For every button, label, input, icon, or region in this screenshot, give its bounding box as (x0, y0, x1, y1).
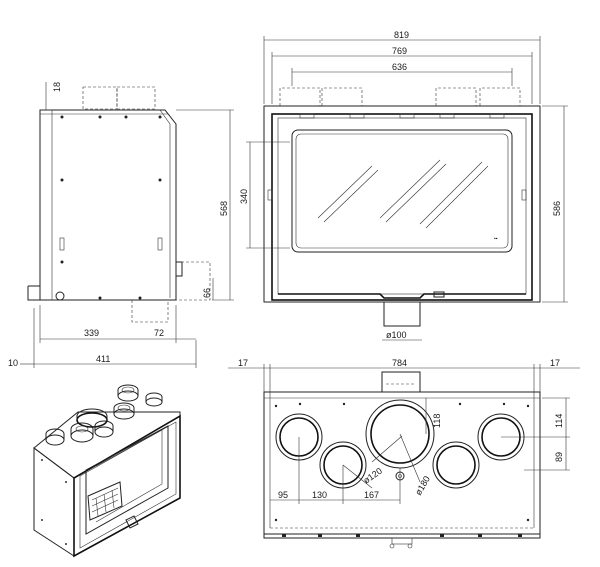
dim-side-base: 66 (202, 288, 212, 298)
iso-handle (125, 515, 139, 529)
dim-side-top-offset: 18 (52, 82, 62, 92)
dim-side-height: 568 (219, 201, 229, 216)
dim-side-depth: 339 (84, 328, 99, 338)
dim-top-right-offset2: 89 (554, 452, 564, 462)
dim-top-right-offset: 114 (554, 414, 564, 428)
front-bottom-duct (383, 302, 421, 327)
top-body-outline (263, 391, 541, 535)
dim-front-height: 586 (552, 201, 562, 216)
front-frame-outer (263, 105, 541, 303)
dim-front-diameter: ø100 (386, 330, 407, 340)
isometric-view (33, 384, 181, 558)
dim-top-right-margin: 17 (550, 358, 560, 368)
iso-side-panel (33, 447, 75, 557)
dim-top-d2: 130 (312, 490, 327, 500)
front-frame-inner (271, 113, 533, 301)
dim-top-d1: 95 (278, 490, 288, 500)
iso-ducts (45, 384, 163, 446)
iso-logs (87, 481, 123, 521)
side-bolts (60, 115, 162, 300)
dim-front-width-inner: 636 (392, 62, 407, 72)
dim-top-d3: 167 (364, 490, 379, 500)
side-outlet (131, 300, 169, 323)
svg-text:▪▪: ▪▪ (494, 236, 498, 242)
dim-front-glass-height: 340 (239, 189, 249, 204)
front-glass (291, 129, 513, 253)
dim-side-outlet: 72 (154, 328, 164, 338)
dim-side-total-depth: 411 (96, 354, 110, 364)
dim-top-left-margin: 17 (238, 358, 248, 368)
side-duct-right (116, 86, 156, 110)
side-duct-left (82, 86, 118, 110)
dim-side-rear-gap: 10 (8, 358, 18, 368)
iso-front-frame (73, 414, 181, 558)
dim-front-width-mid: 769 (392, 46, 407, 56)
dim-top-diameter-large: ø180 (413, 474, 432, 497)
front-view: ▪▪ 819 769 636 (239, 30, 568, 341)
top-view: ø120 ø180 17 784 17 114 89 118 95 130 16… (228, 358, 580, 549)
dim-top-center-offset: 118 (432, 414, 442, 428)
side-knob (55, 291, 65, 301)
top-flue-small-right (432, 441, 480, 489)
side-body-outline (39, 109, 177, 301)
dim-top-diameter-small: ø120 (361, 466, 384, 486)
side-view: 18 568 66 339 72 411 10 (8, 82, 234, 368)
iso-glass (85, 425, 169, 535)
dim-top-width: 784 (392, 358, 407, 368)
dim-front-width-outer: 819 (394, 30, 409, 40)
top-rear-duct (381, 371, 421, 392)
